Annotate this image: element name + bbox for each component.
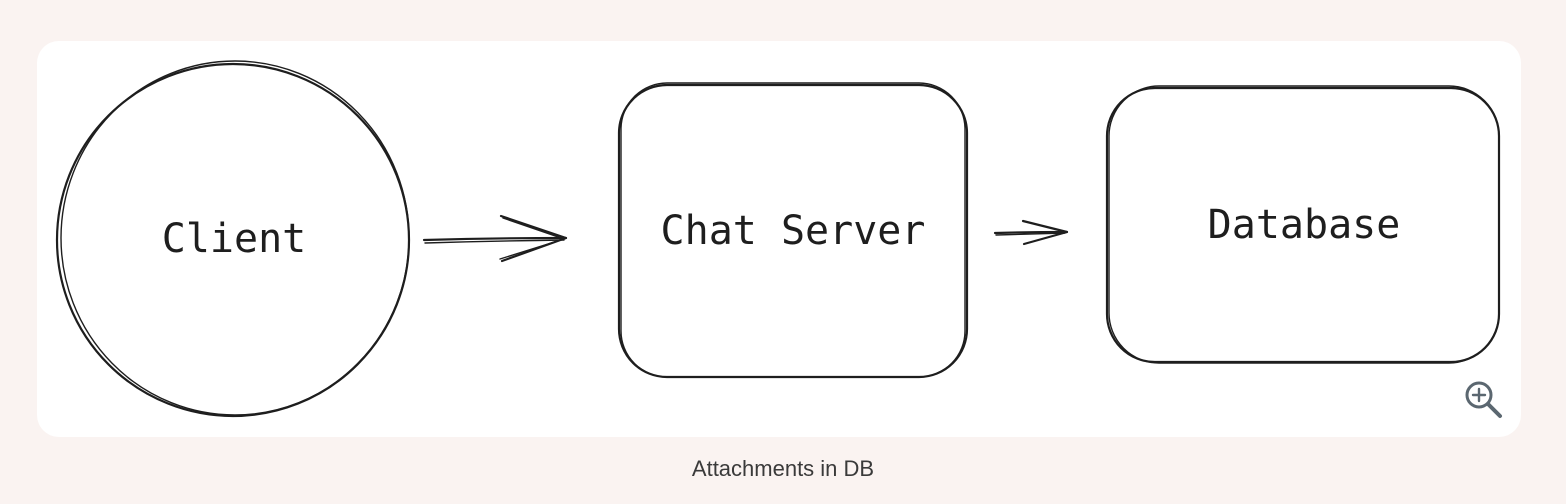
arrow-client-to-chat-server: [422, 214, 568, 263]
chat-server-label: Chat Server: [661, 208, 926, 254]
arrow-chat-server-to-database: [993, 219, 1069, 246]
database-node[interactable]: [1105, 85, 1501, 364]
client-label: Client: [162, 216, 307, 262]
diagram-card: [37, 41, 1521, 437]
zoom-in-icon: [1465, 381, 1502, 418]
database-label: Database: [1208, 202, 1401, 248]
zoom-in-button[interactable]: [1462, 378, 1504, 420]
diagram-caption: Attachments in DB: [691, 456, 875, 481]
chat-server-node[interactable]: [617, 82, 969, 379]
client-node[interactable]: [55, 60, 411, 418]
